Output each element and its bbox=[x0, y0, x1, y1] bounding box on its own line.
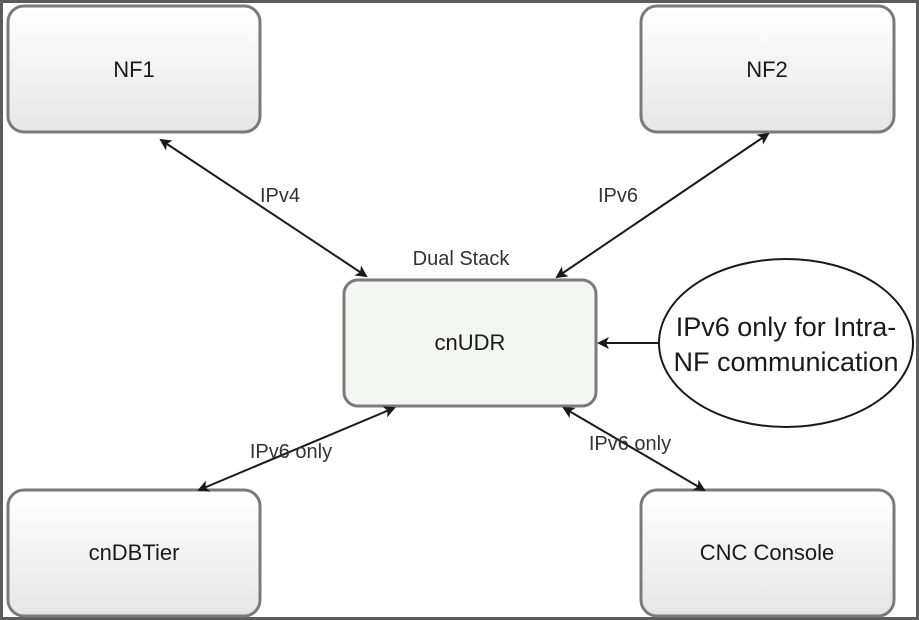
edge-cnudr-cnc-console-label: IPv6 only bbox=[589, 433, 671, 455]
note-ellipse: IPv6 only for Intra- NF communication bbox=[658, 258, 914, 428]
edge-cnudr-cndbtier bbox=[197, 406, 396, 492]
node-nf1-label: NF1 bbox=[113, 57, 155, 82]
node-nf2[interactable]: NF2 bbox=[639, 4, 896, 134]
note-line-2: NF communication bbox=[673, 347, 898, 377]
node-cnc-console[interactable]: CNC Console bbox=[639, 488, 896, 618]
edge-nf1-cnudr-label: IPv4 bbox=[260, 185, 300, 207]
node-cnudr[interactable]: cnUDR bbox=[342, 278, 598, 408]
note-line-1: IPv6 only for Intra- bbox=[676, 312, 897, 342]
node-cnudr-label: cnUDR bbox=[435, 330, 506, 355]
node-nf2-label: NF2 bbox=[746, 57, 788, 82]
edge-nf1-cnudr bbox=[159, 138, 368, 278]
cnudr-caption: Dual Stack bbox=[413, 248, 511, 270]
node-nf1[interactable]: NF1 bbox=[6, 4, 262, 134]
node-cnc-console-label: CNC Console bbox=[700, 540, 835, 565]
edge-nf2-cnudr bbox=[555, 132, 770, 279]
node-cndbtier[interactable]: cnDBTier bbox=[6, 488, 262, 618]
edge-cnudr-cndbtier-label: IPv6 only bbox=[250, 441, 332, 463]
edge-nf2-cnudr-label: IPv6 bbox=[598, 185, 638, 207]
node-cndbtier-label: cnDBTier bbox=[89, 540, 180, 565]
edge-cnudr-cnc-console bbox=[562, 406, 706, 492]
